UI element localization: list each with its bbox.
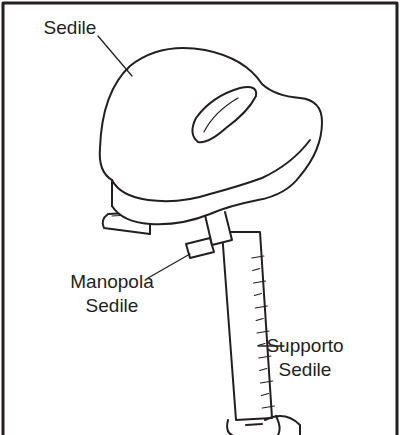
scale-mark [254, 294, 261, 296]
scale-mark [254, 281, 266, 283]
saddle [100, 48, 322, 224]
scale-mark [261, 394, 268, 396]
scale-mark [262, 406, 274, 408]
clamp [265, 416, 300, 435]
scale-mark [257, 331, 269, 333]
scale-marks [252, 256, 275, 408]
part-label: Supporto Sedile [250, 334, 360, 382]
scale-mark [261, 381, 273, 383]
scale-mark [258, 344, 265, 346]
scale-mark [252, 256, 264, 258]
scale-mark [255, 306, 267, 308]
scale-mark [260, 369, 267, 371]
part-label: Sedile [30, 16, 110, 40]
scale-mark [256, 319, 263, 321]
leader-line [148, 254, 190, 278]
part-label: Manopola Sedile [62, 270, 162, 318]
frame [3, 3, 397, 435]
scale-mark [253, 269, 260, 271]
seat-clamp [205, 212, 232, 245]
seat-knob [186, 238, 214, 258]
leader-line [98, 36, 132, 76]
scale-mark [259, 356, 271, 358]
seat-post [222, 232, 280, 435]
